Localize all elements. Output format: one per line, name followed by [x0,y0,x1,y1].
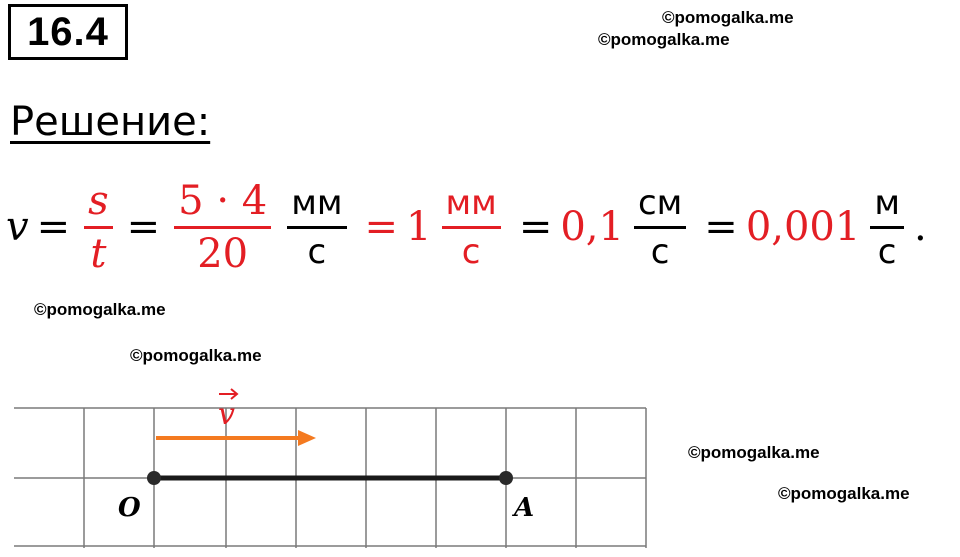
value-0-1: 0,1 [560,204,624,250]
value-1: 1 [406,204,432,250]
equals-sign: = [704,204,738,250]
grid-lines [14,407,647,548]
watermark: ©pomogalka.me [662,8,794,27]
equals-sign: = [36,204,71,250]
fraction-bar [441,225,501,229]
vector-v-label: v [218,397,235,432]
equals-sign: = [364,204,399,250]
solution-heading: Решение: [10,99,211,145]
watermark: ©pomogalka.me [778,484,910,503]
unit-s: с [461,231,481,272]
unit-mm: мм [445,182,497,223]
velocity-symbol: v [6,204,29,250]
point-a-label: A [511,493,534,523]
watermark: ©pomogalka.me [34,300,166,319]
unit-cm: см [637,182,683,223]
unit-s: с [650,231,670,272]
period: . [913,204,927,250]
vector-arrow-accent [219,388,239,400]
unit-m-per-s: м с [870,180,904,275]
point-a-dot [499,471,513,485]
equals-sign: = [126,204,161,250]
point-o-label: O [118,493,141,523]
grid-figure: v O A [14,388,647,548]
velocity-arrow [156,430,316,446]
fraction-bar [287,225,347,229]
denominator-t: t [90,230,107,277]
watermark: ©pomogalka.me [598,30,730,49]
problem-number: 16.4 [8,4,128,60]
fraction-5x4-over-20: 5 · 4 20 [174,176,272,279]
unit-s: с [307,231,327,272]
unit-mm-per-s: мм с [287,180,347,275]
fraction-bar [174,225,272,229]
unit-mm: мм [291,182,343,223]
fraction-bar [870,225,904,229]
denominator-20: 20 [197,230,249,277]
value-0-001: 0,001 [745,204,861,250]
fraction-bar [633,225,687,229]
fraction-s-over-t: s t [84,176,113,279]
numerator-5x4: 5 · 4 [178,177,268,224]
fraction-bar [84,225,113,229]
unit-mm-per-s-red: мм с [441,180,501,275]
point-o-dot [147,471,161,485]
problem-number-text: 16.4 [27,9,109,54]
watermark: ©pomogalka.me [688,443,820,462]
unit-cm-per-s: см с [633,180,687,275]
numerator-s: s [88,177,109,224]
equals-sign: = [518,204,553,250]
velocity-equation: v = s t = 5 · 4 20 мм с = 1 мм с = 0,1 с… [6,172,956,282]
unit-m: м [874,182,900,223]
watermark: ©pomogalka.me [130,346,262,365]
unit-s: с [877,231,897,272]
